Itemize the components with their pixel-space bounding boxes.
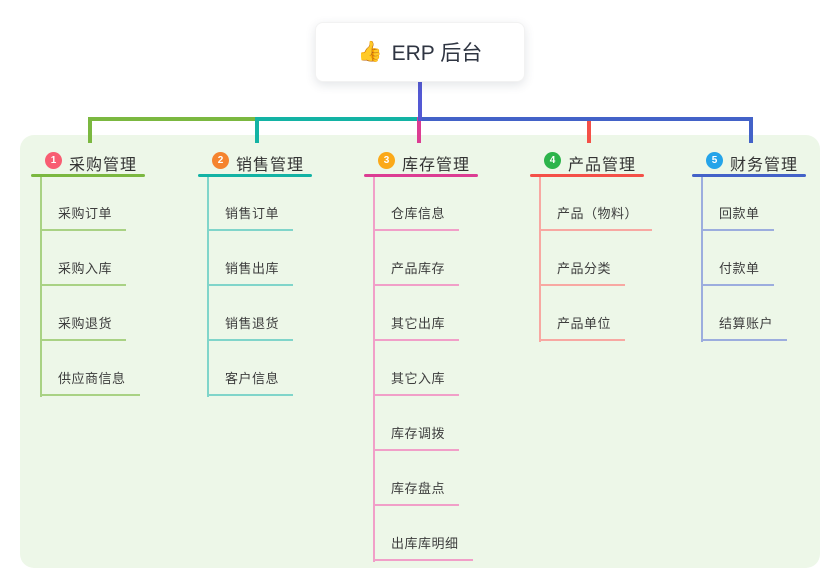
connector-line [88, 117, 92, 143]
branch-underline [198, 174, 312, 177]
child-node[interactable]: 采购入库 [40, 260, 127, 286]
child-connector-line [701, 177, 703, 342]
connector-line [587, 117, 591, 143]
child-connector-line [539, 177, 541, 342]
branch-number-badge: 5 [706, 152, 723, 169]
child-node[interactable]: 销售出库 [207, 260, 294, 286]
branch-number-badge: 1 [45, 152, 62, 169]
branch-underline [530, 174, 644, 177]
connector-line [255, 117, 259, 143]
branch-node-label[interactable]: 采购管理 [69, 157, 138, 174]
root-label: ERP 后台 [391, 42, 483, 65]
child-node[interactable]: 客户信息 [207, 370, 294, 396]
connector-line [418, 117, 753, 121]
branch-underline [31, 174, 145, 177]
child-node[interactable]: 付款单 [701, 260, 774, 286]
branch-number-badge: 4 [544, 152, 561, 169]
branch-number-badge: 3 [378, 152, 395, 169]
child-node[interactable]: 销售退货 [207, 315, 294, 341]
child-node[interactable]: 产品单位 [539, 315, 626, 341]
child-node[interactable]: 采购退货 [40, 315, 127, 341]
branch-node-label[interactable]: 财务管理 [730, 157, 799, 174]
connector-line [749, 117, 753, 143]
child-node[interactable]: 库存调拨 [373, 425, 460, 451]
child-node[interactable]: 产品（物料） [539, 205, 653, 231]
child-node[interactable]: 其它入库 [373, 370, 460, 396]
child-node[interactable]: 出库库明细 [373, 535, 473, 561]
branch-node-label[interactable]: 销售管理 [236, 157, 305, 174]
child-node[interactable]: 采购订单 [40, 205, 127, 231]
group-panel [20, 135, 820, 568]
branch-node-label[interactable]: 产品管理 [568, 157, 637, 174]
connector-line [417, 117, 421, 143]
branch-node-label[interactable]: 库存管理 [402, 157, 471, 174]
branch-underline [692, 174, 806, 177]
child-node[interactable]: 产品库存 [373, 260, 460, 286]
trunk-connector-line [418, 82, 422, 121]
child-node[interactable]: 产品分类 [539, 260, 626, 286]
child-connector-line [207, 177, 209, 397]
thumbs-up-icon: 👍 [357, 41, 383, 63]
root-node[interactable]: 👍 ERP 后台 [315, 22, 525, 82]
connector-line [255, 117, 422, 121]
child-node[interactable]: 结算账户 [701, 315, 788, 341]
child-node[interactable]: 供应商信息 [40, 370, 140, 396]
child-connector-line [40, 177, 42, 397]
child-node[interactable]: 销售订单 [207, 205, 294, 231]
child-node[interactable]: 回款单 [701, 205, 774, 231]
child-node[interactable]: 仓库信息 [373, 205, 460, 231]
child-node[interactable]: 库存盘点 [373, 480, 460, 506]
branch-underline [364, 174, 478, 177]
branch-number-badge: 2 [212, 152, 229, 169]
child-connector-line [373, 177, 375, 562]
child-node[interactable]: 其它出库 [373, 315, 460, 341]
